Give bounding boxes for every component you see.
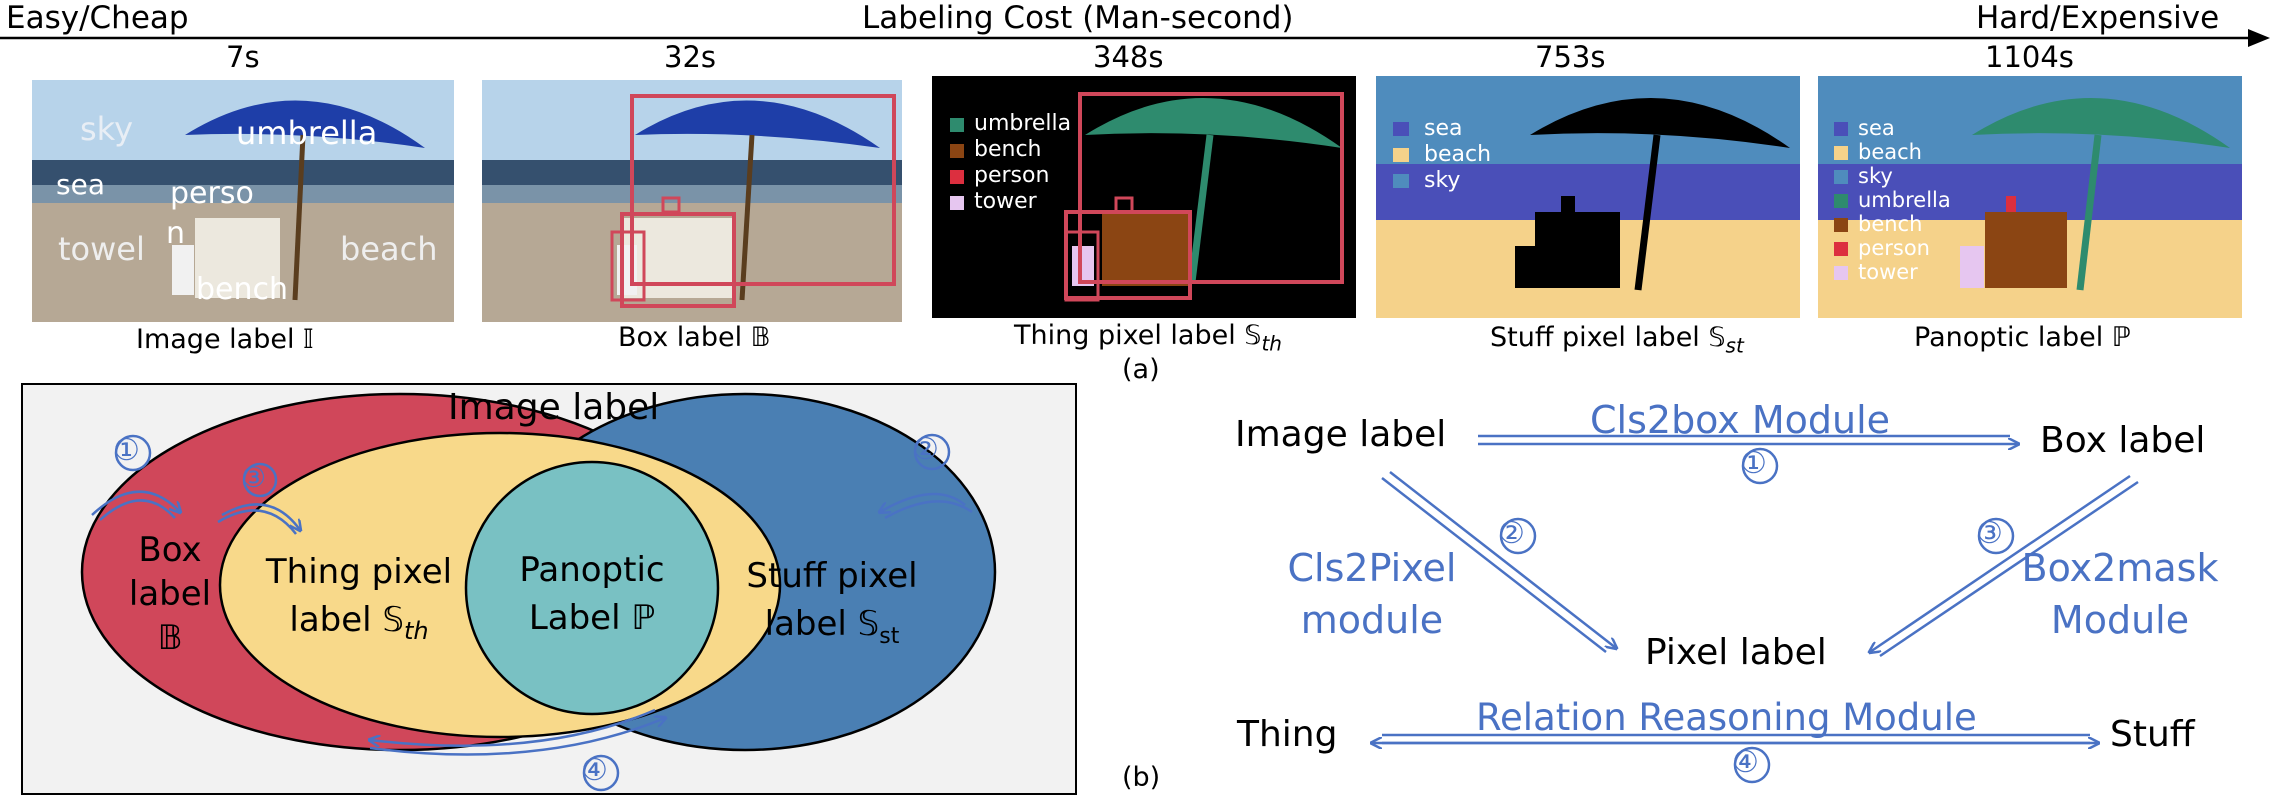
flow-marker-2: ②: [1498, 516, 1525, 551]
panoptic-legend-umbrella: umbrella: [1858, 188, 1951, 212]
panoptic-legend-person: person: [1858, 236, 1930, 260]
venn-box-line2: label: [128, 574, 212, 614]
venn-box-label: Box label 𝔹: [108, 528, 232, 660]
cost-label-panoptic: 1104s: [1985, 40, 2074, 74]
flow-image-label: Image label: [1235, 414, 1447, 455]
venn-box-line1: Box: [138, 530, 202, 570]
part-b-label: (b): [1122, 762, 1161, 793]
image-label-photo: [32, 80, 454, 322]
flow-stuff: Stuff: [2110, 714, 2195, 755]
umbrella-box: [630, 94, 896, 286]
venn-stuff-line1: Stuff pixel: [746, 556, 918, 596]
thing-legend-person: person: [974, 163, 1050, 188]
caption-stuff-text: Stuff pixel label 𝕊: [1490, 322, 1726, 353]
cost-label-box: 32s: [664, 40, 717, 74]
caption-thing-text: Thing pixel label 𝕊: [1014, 320, 1262, 351]
caption-image-label: Image label 𝕀: [136, 324, 314, 355]
stuff-legend-sea: sea: [1424, 116, 1463, 141]
panoptic-legend-tower: tower: [1858, 260, 1918, 284]
venn-thing-line2: label 𝕊th: [254, 596, 464, 655]
labeling-cost-title: Labeling Cost (Man-second): [862, 0, 1294, 36]
flow-marker-1: ①: [1740, 446, 1767, 481]
hard-expensive-label: Hard/Expensive: [1976, 0, 2220, 36]
panoptic-legend-beach: beach: [1858, 140, 1922, 164]
venn-thing-line2-text: label 𝕊: [289, 600, 404, 640]
cost-label-image: 7s: [226, 40, 260, 74]
tag-sea: sea: [56, 168, 105, 201]
tag-sky: sky: [80, 110, 133, 148]
flow-box-label: Box label: [2040, 420, 2206, 461]
part-a-graphics: [0, 29, 2270, 322]
easy-cheap-label: Easy/Cheap: [6, 0, 189, 36]
venn-title: Image label: [448, 387, 660, 428]
tag-towel: towel: [58, 230, 145, 268]
panoptic-legend-bench: bench: [1858, 212, 1923, 236]
tag-bench: bench: [196, 272, 289, 307]
venn-stuff-label: Stuff pixel label 𝕊st: [728, 552, 936, 661]
relation-reasoning-module-label: Relation Reasoning Module: [1476, 696, 1977, 739]
venn-marker-3: ③: [241, 461, 267, 494]
small-box: [661, 196, 681, 214]
venn-panoptic-line2: Label ℙ: [528, 598, 656, 638]
caption-stuff-pixel-label: Stuff pixel label 𝕊st: [1490, 322, 1744, 357]
cls2pixel-line2: module: [1300, 598, 1444, 642]
venn-box-line3: 𝔹: [157, 618, 183, 658]
venn-thing-label: Thing pixel label 𝕊th: [254, 548, 464, 655]
flow-marker-4: ④: [1732, 745, 1759, 780]
tag-person-part1: perso: [170, 176, 254, 211]
tag-person-part2: n: [166, 216, 186, 251]
venn-thing-subscript: th: [404, 616, 429, 645]
box2mask-module-label: Box2mask Module: [2010, 542, 2230, 646]
stuff-legend-swatches: [1393, 122, 1409, 188]
flow-marker-3: ③: [1976, 516, 2003, 551]
panoptic-photo: [1818, 76, 2242, 318]
stuff-pixel-photo: [1376, 76, 1800, 318]
flow-thing: Thing: [1237, 714, 1338, 755]
box2mask-line1: Box2mask: [2021, 546, 2219, 590]
box2mask-line2: Module: [2050, 598, 2190, 642]
cls2box-module-label: Cls2box Module: [1590, 398, 1891, 442]
thing-pixel-photo: [932, 76, 1356, 318]
caption-panoptic-label: Panoptic label ℙ: [1914, 322, 2131, 353]
panoptic-legend-sea: sea: [1858, 116, 1895, 140]
thing-legend-bench: bench: [974, 137, 1042, 162]
box-label-photo: [482, 80, 902, 322]
venn-stuff-line2: label 𝕊st: [728, 600, 936, 661]
cost-label-stuff: 753s: [1535, 40, 1606, 74]
stuff-legend-beach: beach: [1424, 142, 1492, 167]
thing-legend-umbrella: umbrella: [974, 111, 1072, 136]
stuff-legend-sky: sky: [1424, 168, 1461, 193]
cls2pixel-module-label: Cls2Pixel module: [1262, 542, 1482, 646]
venn-marker-2: ②: [912, 432, 939, 467]
tag-umbrella: umbrella: [236, 114, 378, 152]
tag-beach: beach: [340, 230, 438, 268]
thing-legend-swatches: [950, 118, 964, 210]
venn-stuff-subscript: st: [879, 623, 900, 649]
panoptic-legend-swatches: [1834, 122, 1848, 280]
cls2pixel-line1: Cls2Pixel: [1287, 546, 1457, 590]
venn-marker-1: ①: [113, 433, 140, 468]
caption-thing-subscript: th: [1261, 331, 1282, 356]
cost-label-thing: 348s: [1093, 40, 1164, 74]
panoptic-legend-sky: sky: [1858, 164, 1893, 188]
thing-legend-tower: tower: [974, 189, 1037, 214]
caption-box-label: Box label 𝔹: [618, 322, 771, 353]
venn-thing-line1: Thing pixel: [265, 552, 453, 592]
flow-pixel-label: Pixel label: [1645, 632, 1827, 673]
venn-stuff-line2-text: label 𝕊: [764, 604, 880, 644]
venn-marker-4: ④: [581, 753, 608, 788]
person-box: [610, 230, 646, 302]
venn-panoptic-line1: Panoptic: [519, 550, 665, 590]
bench-box: [620, 212, 736, 308]
caption-stuff-subscript: st: [1725, 333, 1744, 358]
cost-axis-arrowhead: [2248, 29, 2270, 47]
venn-panoptic-label: Panoptic Label ℙ: [494, 546, 690, 642]
part-a-label: (a): [1122, 354, 1160, 385]
caption-thing-pixel-label: Thing pixel label 𝕊th: [1014, 320, 1282, 355]
